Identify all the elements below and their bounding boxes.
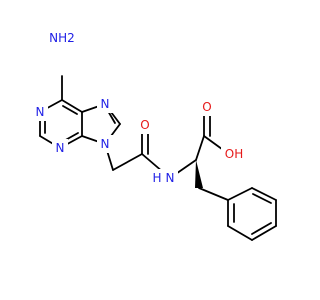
atom-label-amide-h: H (152, 171, 161, 185)
molecule-structure: NH2 N N N N N H O OH O (32, 29, 277, 241)
bond-ph-4-5-double (251, 222, 272, 235)
atom-label-acid-oh: OH (225, 147, 243, 161)
bond-ph-5-6 (227, 225, 253, 241)
bond-ph-4-5 (251, 225, 277, 241)
bond-ch2-carbonyl (112, 153, 143, 171)
wedge-bond-calpha-ch2 (195, 160, 203, 188)
bond-ph-1-2 (227, 187, 253, 201)
bond-c5-c6 (61, 99, 83, 113)
atom-label-n1: N (36, 105, 45, 119)
atom-label-layer: NH2 N N N N N H O OH O (32, 29, 247, 187)
bond-calpha-cooh (195, 135, 205, 161)
atom-label-n9: N (101, 137, 110, 151)
bond-ph-2-3 (251, 187, 277, 201)
atom-label-acid-o: O (202, 100, 211, 114)
bond-ch2-phenyl (198, 187, 229, 201)
atom-label-amide-n: N (166, 171, 175, 185)
atom-label-n7: N (101, 97, 110, 111)
atom-label-amine: NH2 (49, 31, 75, 45)
bond-ph-2-3-double (252, 193, 272, 204)
bond-c5-c6-double (62, 105, 78, 115)
atom-label-n3: N (56, 141, 65, 155)
atom-label-amide-o: O (140, 118, 149, 132)
